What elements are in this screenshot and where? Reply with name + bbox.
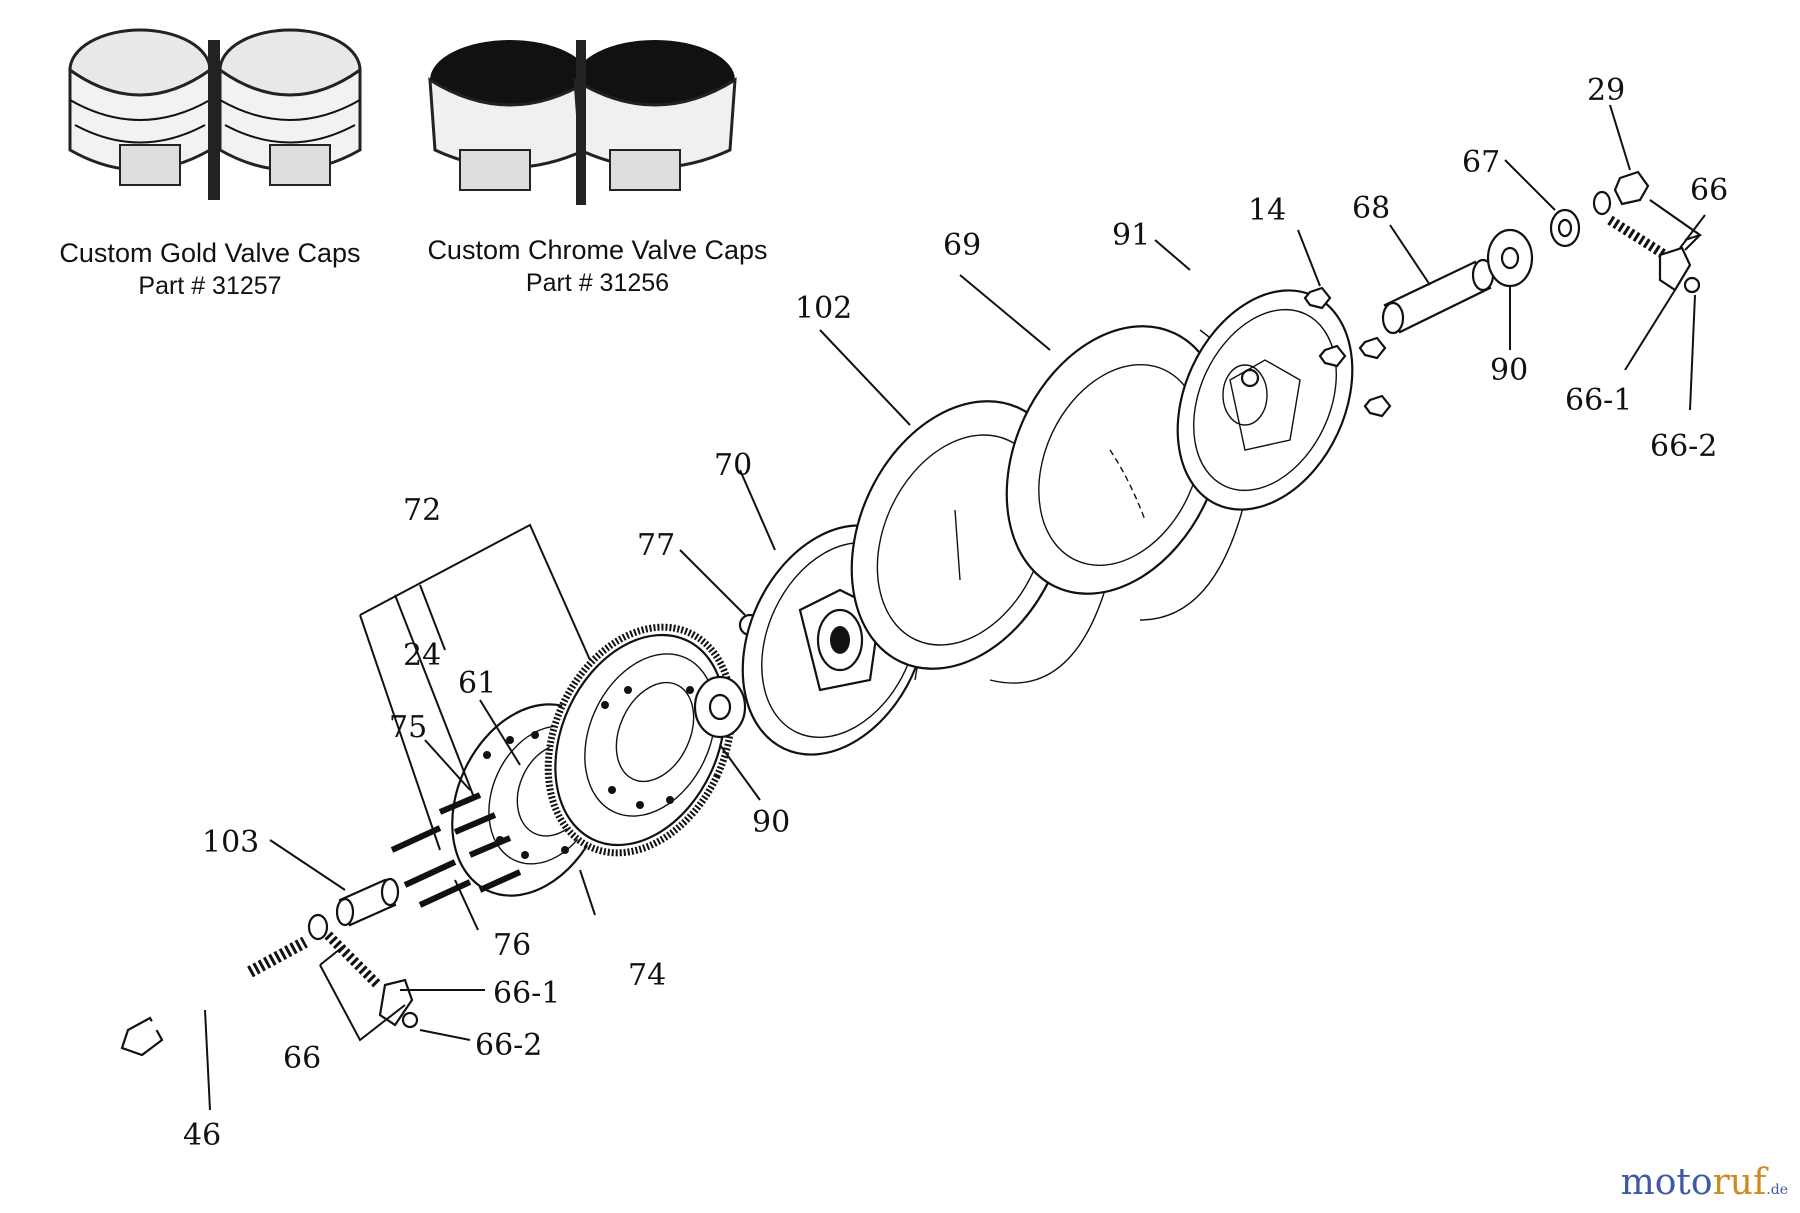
watermark-part-b: ruf — [1712, 1162, 1767, 1203]
bearing-90-upper — [1486, 228, 1534, 288]
callout-labels: 29 67 66 14 68 91 69 102 90 66-1 66-2 70… — [183, 73, 1728, 1153]
chrome-caps-part-number: Part # 31256 — [525, 269, 670, 297]
label-68: 68 — [1352, 191, 1390, 226]
gold-caps-part-number: Part # 31257 — [138, 272, 282, 300]
label-77: 77 — [637, 528, 675, 563]
chrome-caps-caption: Custom Chrome Valve Caps Part # 31256 — [400, 234, 795, 300]
leader-lines — [204, 104, 1706, 1111]
chrome-caps-title: Custom Chrome Valve Caps — [427, 235, 768, 265]
label-69: 69 — [943, 228, 981, 263]
label-29: 29 — [1587, 73, 1625, 108]
label-67: 67 — [1462, 145, 1500, 180]
spacer-67 — [1549, 208, 1581, 248]
label-66-1-lower: 66-1 — [493, 976, 560, 1011]
label-72: 72 — [403, 493, 441, 528]
label-46: 46 — [183, 1118, 221, 1153]
nuts-14 — [1303, 286, 1392, 418]
label-91: 91 — [1112, 218, 1150, 253]
bracket-66-lower — [307, 913, 419, 1029]
label-74: 74 — [628, 958, 666, 993]
label-66-2-lower: 66-2 — [475, 1028, 542, 1063]
label-24: 24 — [403, 638, 441, 673]
gold-valve-caps-image — [68, 28, 362, 200]
bolt-46 — [120, 936, 308, 1057]
label-103: 103 — [202, 825, 259, 860]
sprocket-74 — [544, 623, 736, 857]
bearing-90-lower — [693, 675, 747, 739]
nut-29 — [1592, 170, 1650, 216]
gold-caps-title: Custom Gold Valve Caps — [59, 238, 361, 268]
label-75: 75 — [389, 710, 427, 745]
label-66-2-upper: 66-2 — [1650, 429, 1717, 464]
label-90-lower: 90 — [752, 805, 790, 840]
watermark-logo: motoruf.de — [1621, 1162, 1788, 1203]
label-66-lower: 66 — [283, 1041, 321, 1076]
label-66-1-upper: 66-1 — [1565, 383, 1632, 418]
label-61: 61 — [458, 666, 496, 701]
gold-caps-caption: Custom Gold Valve Caps Part # 31257 — [40, 237, 380, 303]
label-76: 76 — [493, 928, 531, 963]
tire-69 — [1005, 325, 1253, 621]
label-66: 66 — [1690, 173, 1728, 208]
label-14: 14 — [1248, 193, 1286, 228]
label-90-upper: 90 — [1490, 353, 1528, 388]
label-102: 102 — [795, 291, 852, 326]
label-70: 70 — [714, 448, 752, 483]
axle-sleeve-68 — [1381, 258, 1495, 335]
watermark-suffix: .de — [1766, 1182, 1788, 1198]
chrome-valve-caps-image — [428, 40, 737, 205]
spacer-103 — [335, 877, 400, 927]
watermark-part-a: moto — [1620, 1162, 1713, 1203]
bracket-66-upper — [1607, 215, 1701, 294]
